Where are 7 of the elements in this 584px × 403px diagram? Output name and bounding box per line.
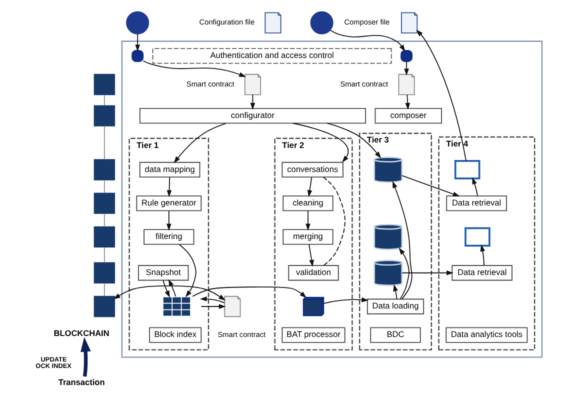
node-label: Smart contract	[340, 79, 388, 88]
node-label: Smart contract	[217, 330, 266, 339]
node-label: Composer file	[344, 18, 390, 27]
node-label: Configuration file	[198, 18, 254, 27]
node-label: Smart contract	[186, 79, 234, 88]
node-text: BLOCKCHAIN	[53, 329, 109, 338]
node-text: Transaction	[58, 378, 104, 387]
